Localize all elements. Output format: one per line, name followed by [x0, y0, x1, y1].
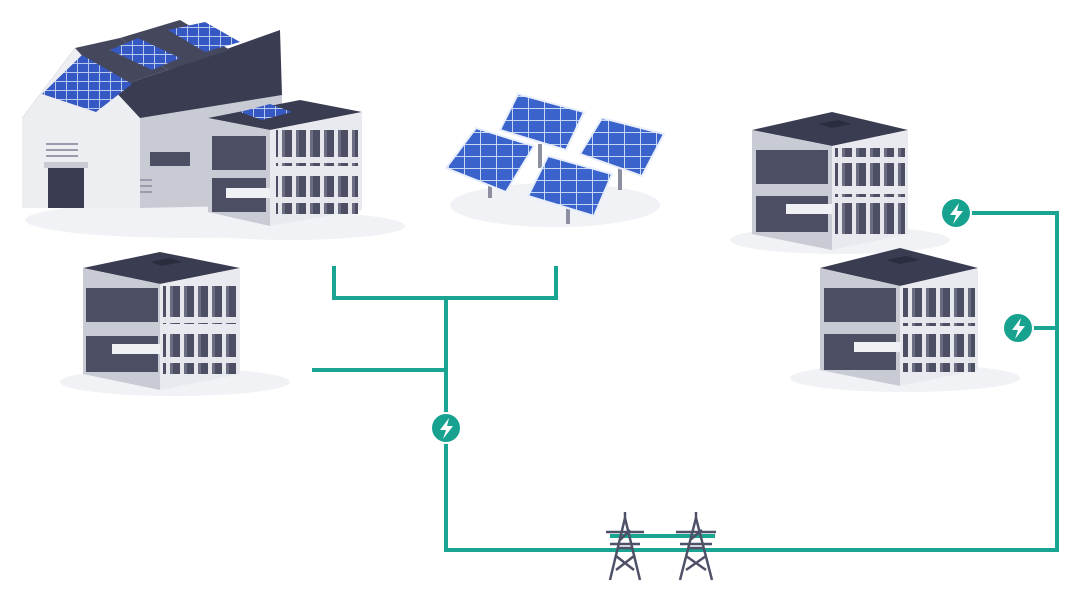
- trunk-line: [444, 211, 1059, 552]
- office-building-right-top: [730, 112, 950, 254]
- grid-node-right-top: [940, 197, 972, 229]
- factory-rooftop-solar: [42, 55, 132, 112]
- office-building-right-bottom: [790, 248, 1020, 392]
- solar-panel: [526, 154, 614, 224]
- factory-rooftop-solar: [168, 22, 240, 52]
- lightning-bolt-icon: [950, 203, 963, 224]
- office-building-top-left: [175, 100, 405, 240]
- solar-panel-array: [444, 92, 666, 227]
- grid-lines: [312, 211, 1059, 552]
- solar-collector-line: [332, 266, 558, 300]
- grid-node-right-bottom: [1002, 312, 1034, 344]
- lightning-bolt-icon: [440, 418, 453, 439]
- factory-rooftop-solar: [110, 38, 180, 70]
- solar-panel: [498, 92, 586, 168]
- power-pylon-left: [606, 512, 644, 581]
- lightning-bolt-icon: [1012, 318, 1025, 339]
- power-pylon-right: [676, 512, 716, 581]
- solar-panel: [578, 116, 666, 190]
- office-building-left: [60, 252, 290, 396]
- grid-node-central: [430, 412, 462, 444]
- solar-panel: [444, 126, 536, 198]
